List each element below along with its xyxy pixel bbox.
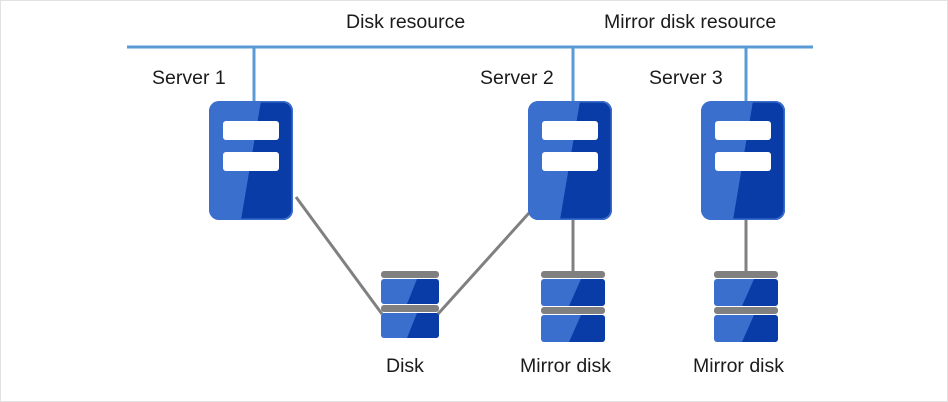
- connector-server1-to-disk: [294, 196, 384, 315]
- label-mirror-disk-resource: Mirror disk resource: [604, 11, 777, 33]
- disk-icon-mirror-server-3: [714, 271, 778, 342]
- label-mirror-disk-server-2: Mirror disk: [520, 355, 611, 377]
- disk-icon-mirror-server-2: [541, 271, 605, 342]
- label-server-2: Server 2: [480, 67, 554, 89]
- connector-server2-to-disk: [436, 211, 531, 316]
- label-server-3: Server 3: [649, 67, 723, 89]
- disk-icon-shared: [381, 271, 439, 338]
- server-icon-3: [701, 101, 785, 220]
- label-mirror-disk-server-3: Mirror disk: [693, 355, 784, 377]
- server-icon-2: [528, 101, 612, 220]
- label-server-1: Server 1: [152, 67, 226, 89]
- server-icon-1: [209, 101, 293, 220]
- label-disk: Disk: [386, 355, 424, 377]
- label-disk-resource: Disk resource: [346, 11, 466, 33]
